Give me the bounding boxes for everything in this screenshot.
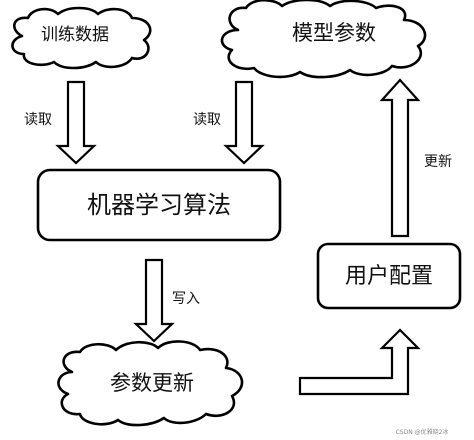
cloud-training-data: 训练数据 <box>11 6 152 70</box>
box-user-config: 用户配置 <box>316 242 462 310</box>
arrow-read-left <box>55 80 97 165</box>
node-label-param-update: 参数更新 <box>110 371 194 395</box>
box-ml-algorithm: 机器学习算法 <box>36 168 282 242</box>
cloud-param-update: 参数更新 <box>57 340 244 427</box>
node-label-ml-algorithm: 机器学习算法 <box>87 191 231 219</box>
arrow-write <box>133 258 175 343</box>
arrow-read-right <box>223 80 265 165</box>
node-label-training-data: 训练数据 <box>41 25 109 45</box>
edge-label-write: 写入 <box>172 291 200 307</box>
edge-label-read-right: 读取 <box>193 111 221 128</box>
cloud-model-params: 模型参数 <box>220 0 427 79</box>
watermark: CSDN @优雅晓2冰 <box>396 428 449 436</box>
edge-label-read-left: 读取 <box>24 111 52 128</box>
edge-label-update: 更新 <box>424 154 452 170</box>
node-label-model-params: 模型参数 <box>292 21 376 45</box>
arrow-update <box>379 78 421 238</box>
arrow-config-bend <box>298 328 421 396</box>
node-label-user-config: 用户配置 <box>345 264 433 289</box>
